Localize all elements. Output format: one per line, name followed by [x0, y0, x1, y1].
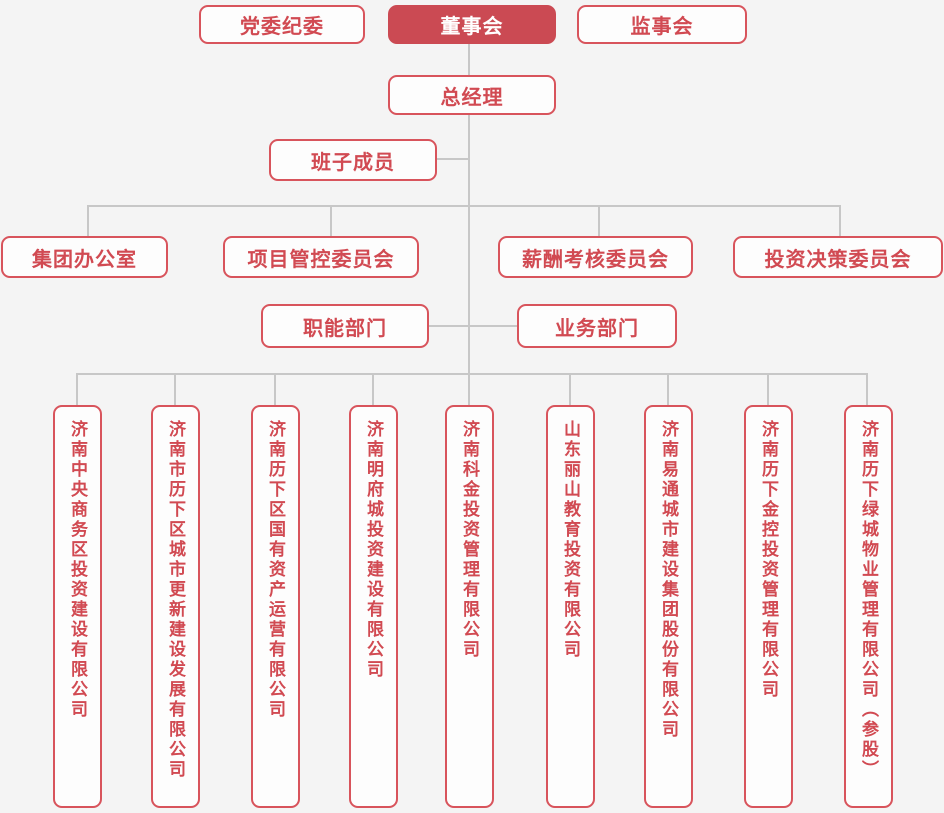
node-subsidiary: 济南历下绿城物业管理有限公司（参股） [844, 405, 893, 808]
node-subsidiary: 山东丽山教育投资有限公司 [546, 405, 595, 808]
connector-committee-drop [839, 205, 841, 236]
subsidiary-label: 济南历下区国有资产运营有限公司 [266, 420, 285, 720]
node-subsidiary: 济南科金投资管理有限公司 [445, 405, 494, 808]
node-supervisory-board: 监事会 [577, 5, 747, 44]
subsidiary-label: 济南明府城投资建设有限公司 [364, 420, 383, 680]
connector-center-vertical [468, 44, 470, 375]
node-subsidiary: 济南易通城市建设集团股份有限公司 [644, 405, 693, 808]
node-project-control-committee: 项目管控委员会 [223, 236, 419, 278]
connector-subsidiary-drop [767, 373, 769, 405]
node-functional-departments: 职能部门 [261, 304, 429, 348]
connector-subsidiary-drop [569, 373, 571, 405]
node-subsidiary: 济南历下区国有资产运营有限公司 [251, 405, 300, 808]
connector-subsidiary-drop [174, 373, 176, 405]
node-subsidiary: 济南明府城投资建设有限公司 [349, 405, 398, 808]
subsidiary-label: 山东丽山教育投资有限公司 [561, 420, 580, 660]
connector-subsidiary-drop [468, 373, 470, 405]
node-subsidiary: 济南历下金控投资管理有限公司 [744, 405, 793, 808]
subsidiary-label: 济南中央商务区投资建设有限公司 [68, 420, 87, 720]
connector-committee-drop [87, 205, 89, 236]
connector-subsidiary-drop [866, 373, 868, 405]
subsidiary-label: 济南易通城市建设集团股份有限公司 [659, 420, 678, 740]
connector-leadership-horizontal [437, 158, 468, 160]
subsidiary-label: 济南科金投资管理有限公司 [460, 420, 479, 660]
node-board-of-directors: 董事会 [388, 5, 556, 44]
node-subsidiary: 济南市历下区城市更新建设发展有限公司 [151, 405, 200, 808]
node-subsidiary: 济南中央商务区投资建设有限公司 [53, 405, 102, 808]
node-general-manager: 总经理 [388, 75, 556, 115]
node-compensation-assessment-committee: 薪酬考核委员会 [498, 236, 693, 278]
subsidiary-label: 济南市历下区城市更新建设发展有限公司 [166, 420, 185, 780]
connector-subsidiary-drop [76, 373, 78, 405]
connector-departments-horizontal [429, 325, 517, 327]
connector-subsidiary-drop [667, 373, 669, 405]
connector-committee-drop [330, 205, 332, 236]
connector-committee-drop [598, 205, 600, 236]
connector-committee-distributor [87, 205, 840, 207]
node-party-committee: 党委纪委 [199, 5, 365, 44]
connector-subsidiary-drop [372, 373, 374, 405]
node-business-departments: 业务部门 [517, 304, 677, 348]
node-group-office: 集团办公室 [1, 236, 168, 278]
node-leadership-team: 班子成员 [269, 139, 437, 181]
subsidiary-label: 济南历下绿城物业管理有限公司（参股） [859, 420, 878, 780]
subsidiary-label: 济南历下金控投资管理有限公司 [759, 420, 778, 700]
connector-subsidiary-drop [274, 373, 276, 405]
node-investment-decision-committee: 投资决策委员会 [733, 236, 943, 278]
connector-subsidiary-distributor [76, 373, 868, 375]
